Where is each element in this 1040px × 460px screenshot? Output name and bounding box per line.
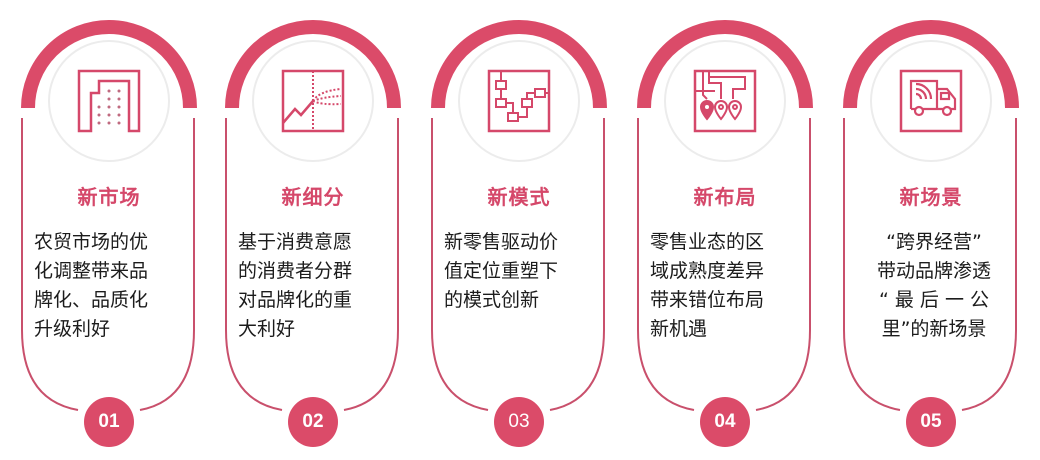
card-title: 新细分 [281, 185, 345, 209]
card-frame [225, 20, 401, 411]
card-description: 新零售驱动价 值定位重塑下 的模式创新 [444, 231, 559, 311]
chart-trend-icon [281, 69, 345, 133]
flowchart-icon [487, 69, 551, 133]
step-number-badge: 03 [494, 397, 544, 447]
building-icon [77, 69, 141, 133]
delivery-truck-icon [899, 69, 963, 133]
card-new-market: 新市场 农贸市场的优 化调整带来品 牌化、品质化 升级利好 01 [6, 0, 212, 460]
card-frame [637, 20, 813, 411]
card-title: 新市场 [77, 185, 141, 209]
step-number-badge: 02 [288, 397, 338, 447]
map-pins-icon [693, 69, 757, 133]
step-number-badge: 05 [906, 397, 956, 447]
card-frame [21, 20, 197, 411]
card-title: 新布局 [693, 185, 757, 209]
card-description: 基于消费意愿 的消费者分群 对品牌化的重 大利好 [238, 231, 353, 340]
card-description: 零售业态的区 域成熟度差异 带来错位布局 新机遇 [650, 231, 765, 340]
card-new-segmentation: 新细分 基于消费意愿 的消费者分群 对品牌化的重 大利好 02 [210, 0, 416, 460]
card-title: 新模式 [487, 185, 551, 209]
card-title: 新场景 [899, 185, 963, 209]
card-new-layout: 新布局 零售业态的区 域成熟度差异 带来错位布局 新机遇 04 [622, 0, 828, 460]
card-new-scenario: 新场景 “跨界经营” 带动品牌渗透 “ 最 后 一 公 里”的新场景 05 [828, 0, 1034, 460]
step-number-badge: 01 [84, 397, 134, 447]
card-description: 农贸市场的优 化调整带来品 牌化、品质化 升级利好 [34, 231, 149, 340]
card-frame [843, 20, 1019, 411]
step-number-badge: 04 [700, 397, 750, 447]
card-description: “跨界经营” 带动品牌渗透 “ 最 后 一 公 里”的新场景 [876, 231, 991, 340]
card-new-model: 新模式 新零售驱动价 值定位重塑下 的模式创新 03 [416, 0, 622, 460]
card-frame [431, 20, 607, 411]
